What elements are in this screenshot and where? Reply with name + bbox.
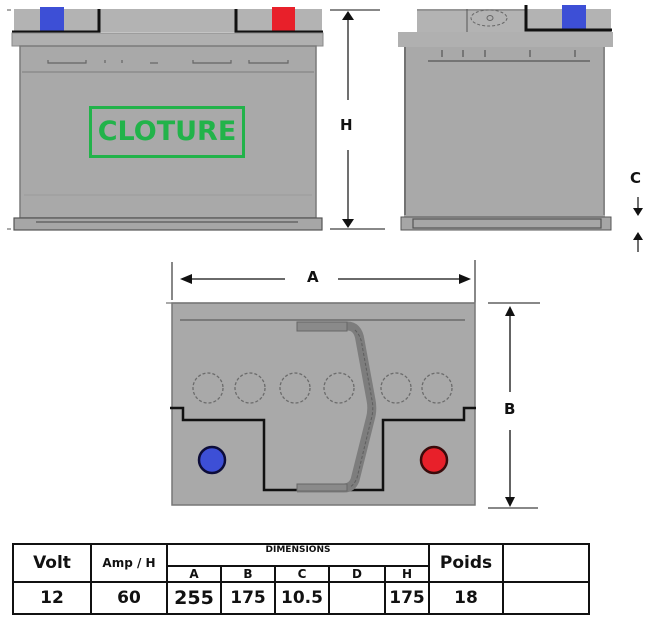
value-poids: 18 — [428, 581, 504, 615]
spec-table: Volt Amp / H DIMENSIONS Poids A B C D H … — [12, 543, 590, 615]
handle-icon — [297, 321, 377, 493]
header-dimensions: DIMENSIONS — [166, 543, 430, 567]
value-dim-c: 10.5 — [274, 581, 330, 615]
arrow-right-icon — [459, 274, 471, 284]
header-extra — [502, 543, 590, 583]
header-dim-a: A — [166, 565, 222, 583]
width-label: A — [307, 268, 319, 286]
header-dim-b: B — [220, 565, 276, 583]
arrow-left-icon — [180, 274, 192, 284]
side-view — [398, 5, 613, 231]
positive-terminal-icon — [419, 445, 449, 475]
base-lip-label: C — [630, 169, 642, 187]
value-amp-h: 60 — [90, 581, 168, 615]
arrow-up-icon — [342, 11, 354, 20]
value-dim-a: 255 — [166, 581, 222, 615]
negative-terminal-icon — [197, 445, 227, 475]
header-poids: Poids — [428, 543, 504, 583]
negative-terminal-icon — [40, 7, 64, 32]
value-extra — [502, 581, 590, 615]
depth-label: B — [504, 400, 516, 418]
value-dim-d — [328, 581, 386, 615]
value-dim-h: 175 — [384, 581, 430, 615]
value-volt: 12 — [12, 581, 92, 615]
height-label: H — [340, 116, 353, 134]
positive-terminal-icon — [272, 7, 295, 32]
arrow-up-icon — [505, 306, 515, 316]
header-dim-d: D — [328, 565, 386, 583]
height-dimension — [330, 9, 385, 230]
arrow-down-icon — [505, 497, 515, 507]
vent-caps — [192, 372, 453, 404]
front-view — [7, 7, 324, 231]
cloture-label: CLOTURE — [89, 106, 245, 158]
header-amp-h: Amp / H — [90, 543, 168, 583]
value-dim-b: 175 — [220, 581, 276, 615]
base-lip-dimension — [633, 197, 643, 252]
header-dim-c: C — [274, 565, 330, 583]
arrow-down-icon — [342, 219, 354, 228]
arrow-up-icon — [633, 232, 643, 240]
top-view — [166, 260, 540, 509]
header-dim-h: H — [384, 565, 430, 583]
header-volt: Volt — [12, 543, 92, 583]
arrow-down-icon — [633, 208, 643, 216]
negative-terminal-icon — [562, 5, 586, 30]
